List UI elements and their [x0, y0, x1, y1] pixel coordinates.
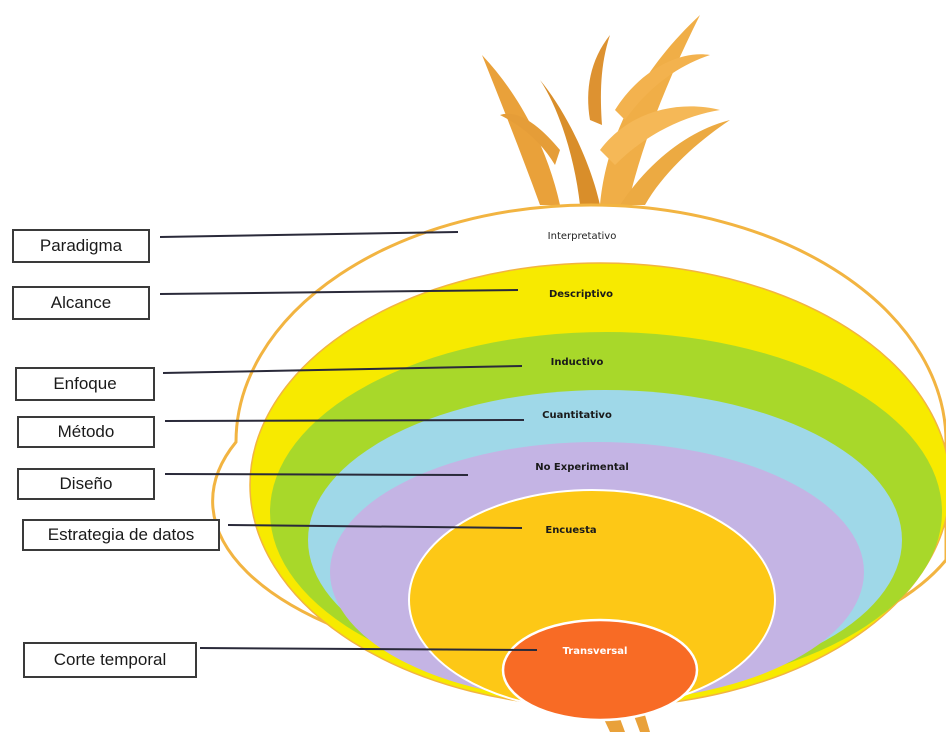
layer-label-encuesta: Encuesta — [545, 525, 596, 536]
label-estrategia-de-datos: Estrategia de datos — [22, 519, 220, 551]
layer-label-interpretativo: Interpretativo — [548, 231, 617, 242]
layer-label-no-experimental: No Experimental — [535, 462, 629, 473]
leader-line-paradigma — [159, 231, 459, 238]
label-metodo: Método — [17, 416, 155, 448]
layer-label-cuantitativo: Cuantitativo — [542, 410, 612, 421]
leader-lines — [159, 231, 538, 651]
leader-line-enfoque — [162, 365, 523, 374]
label-enfoque: Enfoque — [15, 367, 155, 401]
layer-label-inductivo: Inductivo — [551, 357, 604, 368]
leader-line-alcance — [159, 289, 519, 295]
leader-line-estrategia — [227, 524, 523, 529]
onion-sprout-icon — [482, 15, 730, 732]
label-diseno: Diseño — [17, 468, 155, 500]
layer-label-descriptivo: Descriptivo — [549, 289, 613, 300]
label-alcance: Alcance — [12, 286, 150, 320]
label-paradigma: Paradigma — [12, 229, 150, 263]
label-corte-temporal: Corte temporal — [23, 642, 197, 678]
leader-line-metodo — [164, 419, 525, 422]
leader-line-corte — [199, 647, 538, 651]
leader-line-diseno — [164, 473, 469, 476]
layer-transversal — [501, 618, 699, 722]
layer-label-transversal: Transversal — [563, 646, 628, 657]
